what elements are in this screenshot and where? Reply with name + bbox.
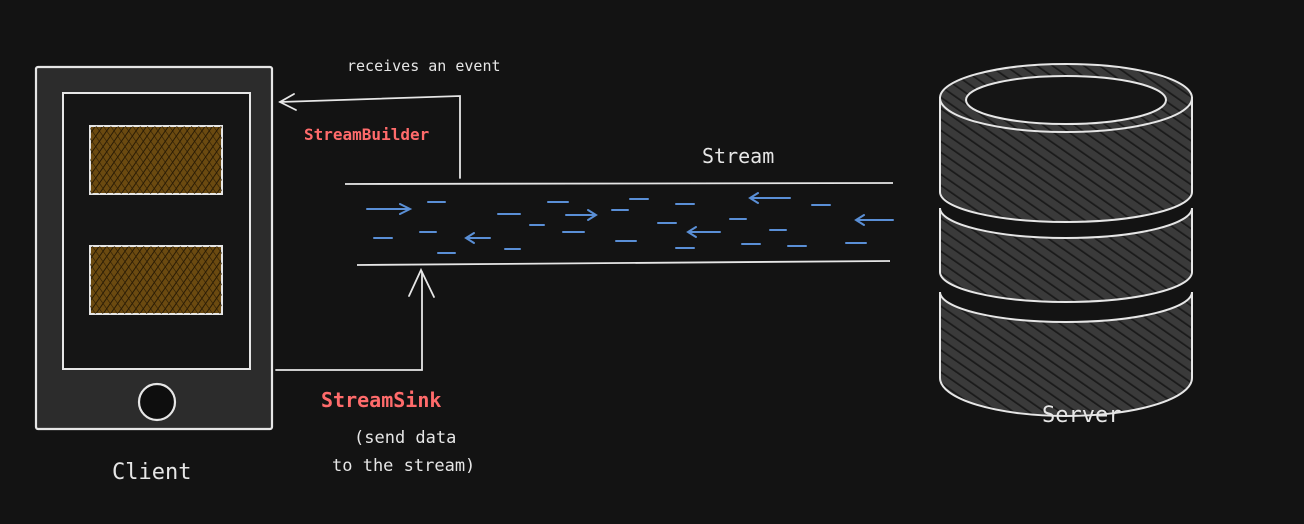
client-label: Client — [112, 460, 192, 485]
database-icon — [939, 63, 1193, 417]
server-label: Server — [1042, 403, 1122, 428]
stream-sink-label: StreamSink — [321, 388, 442, 412]
send-data-label-line1: (send data — [354, 428, 457, 448]
stream-pipe — [344, 182, 894, 266]
stream-label: Stream — [702, 144, 775, 168]
send-data-label-line2: to the stream) — [332, 456, 476, 476]
phone-home-button — [137, 382, 177, 422]
stream-flow-marks — [366, 192, 894, 254]
phone-card-top — [89, 125, 223, 195]
stream-builder-label: StreamBuilder — [304, 125, 430, 144]
stream-sink-arrow — [275, 267, 435, 371]
phone-icon — [34, 65, 274, 431]
receives-event-label: receives an event — [347, 57, 501, 75]
phone-card-bottom — [89, 245, 223, 315]
receive-event-arrow — [278, 93, 461, 179]
